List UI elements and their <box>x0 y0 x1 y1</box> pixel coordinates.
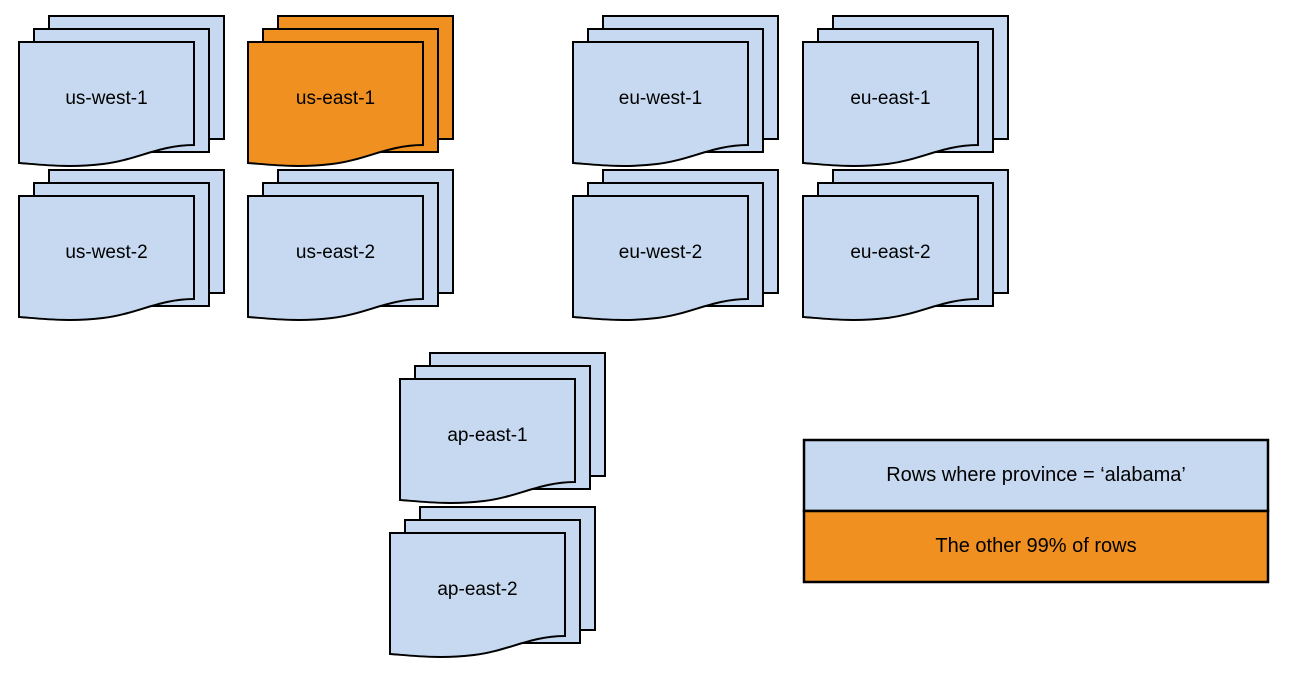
document-stack-eu-east-1[interactable]: eu-east-1 <box>802 15 1009 167</box>
legend-row-orange[interactable]: The other 99% of rows <box>802 509 1270 584</box>
document-stack-eu-west-2[interactable]: eu-west-2 <box>572 169 779 321</box>
legend-row-blue-swatch <box>802 438 1270 513</box>
document-stack-us-west-1[interactable]: us-west-1 <box>18 15 225 167</box>
legend-row-orange-swatch <box>802 509 1270 584</box>
document-stack-us-east-1[interactable]: us-east-1 <box>247 15 454 167</box>
document-stack-eu-west-1[interactable]: eu-west-1 <box>572 15 779 167</box>
stack-label-eu-east-2: eu-east-2 <box>850 242 930 263</box>
document-stack-us-east-2[interactable]: us-east-2 <box>247 169 454 321</box>
stack-label-eu-west-2: eu-west-2 <box>619 242 702 263</box>
document-stack-ap-east-1[interactable]: ap-east-1 <box>399 352 606 504</box>
stack-label-eu-west-1: eu-west-1 <box>619 88 702 109</box>
stack-label-us-west-1: us-west-1 <box>65 88 147 109</box>
stack-label-ap-east-1: ap-east-1 <box>447 425 527 446</box>
stack-label-ap-east-2: ap-east-2 <box>437 579 517 600</box>
legend: Rows where province = ‘alabama’ The other… <box>802 438 1270 584</box>
document-stack-eu-east-2[interactable]: eu-east-2 <box>802 169 1009 321</box>
document-stack-us-west-2[interactable]: us-west-2 <box>18 169 225 321</box>
region-stack-group: us-west-1 us-east-1 eu-west-1 eu-east-1 us-w… <box>18 15 1009 658</box>
stack-label-eu-east-1: eu-east-1 <box>850 88 930 109</box>
stack-label-us-east-1: us-east-1 <box>296 88 375 109</box>
stack-label-us-east-2: us-east-2 <box>296 242 375 263</box>
stack-label-us-west-2: us-west-2 <box>65 242 147 263</box>
legend-row-blue[interactable]: Rows where province = ‘alabama’ <box>802 438 1270 513</box>
legend-row-blue-label: Rows where province = ‘alabama’ <box>886 464 1186 486</box>
legend-row-orange-label: The other 99% of rows <box>935 535 1136 557</box>
document-stack-ap-east-2[interactable]: ap-east-2 <box>389 506 596 658</box>
